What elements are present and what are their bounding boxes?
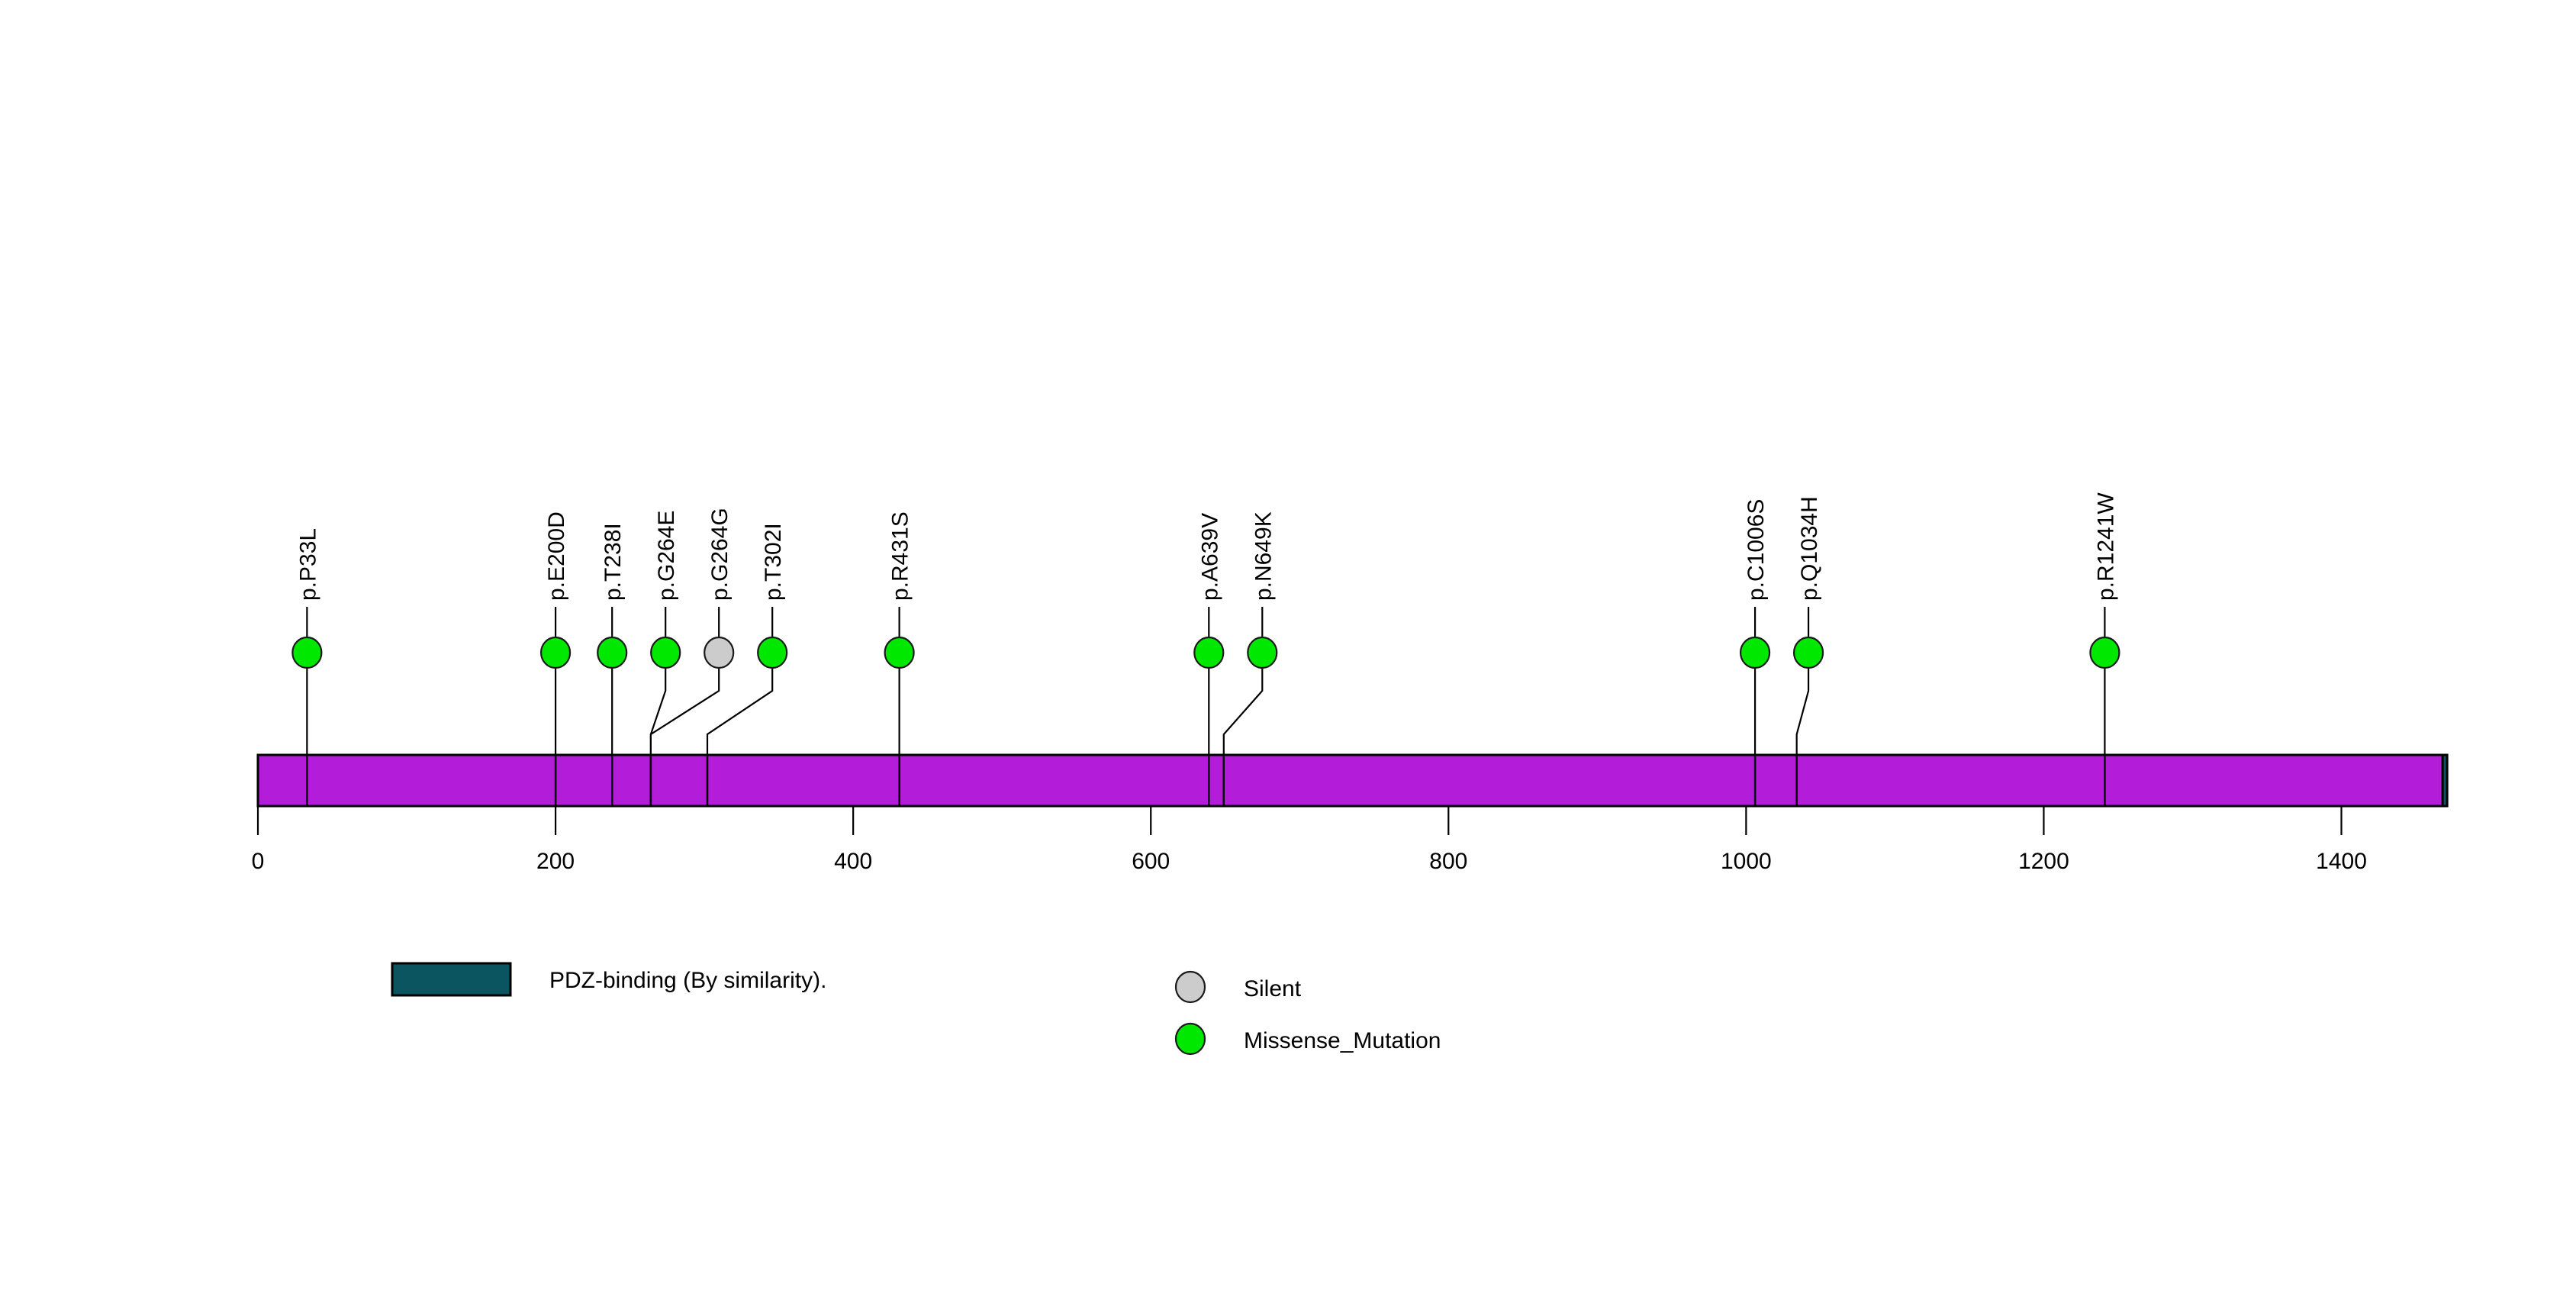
lollipop-markers-layer: p.P33L (Missense_Mutation) p.E200D (Misse…: [291, 636, 2120, 669]
lollipop-stems-layer: [306, 607, 2106, 806]
protein-track-group: PDZ-binding (By similarity).: [256, 753, 2449, 808]
lollipop-marker[interactable]: p.N649K (Missense_Mutation): [1247, 636, 1278, 669]
lollipop-marker[interactable]: p.G264G (Silent): [704, 636, 735, 669]
lollipop-marker[interactable]: p.G264E (Missense_Mutation): [650, 636, 681, 669]
protein-backbone-bar: [256, 753, 2449, 808]
lollipop-marker[interactable]: p.Q1034H (Missense_Mutation): [1792, 636, 1824, 669]
x-axis-tick-label: 0: [252, 849, 265, 874]
x-axis-tick-label: 1400: [2316, 849, 2367, 874]
x-axis-tick-label: 800: [1429, 849, 1467, 874]
lollipop-stem: [1222, 668, 1264, 806]
mutation-label: p.A639V: [1197, 513, 1222, 601]
lollipop-marker[interactable]: p.P33L (Missense_Mutation): [291, 636, 323, 669]
legend-mutation-label: Silent: [1244, 976, 1302, 1001]
lollipop-marker[interactable]: p.R431S (Missense_Mutation): [884, 636, 915, 669]
mutation-label: p.P33L: [295, 528, 320, 601]
mutation-label: p.Q1034H: [1797, 496, 1822, 601]
legend-mutation-swatch: [1174, 1022, 1206, 1056]
x-axis-tick-label: 1000: [1721, 849, 1772, 874]
domain-layer: PDZ-binding (By similarity).: [2441, 753, 2449, 808]
x-axis-tick-label: 400: [834, 849, 872, 874]
mutation-label: p.T238I: [601, 523, 626, 601]
protein-domain-region: PDZ-binding (By similarity).: [2441, 753, 2449, 808]
mutation-label: p.N649K: [1251, 511, 1276, 601]
lollipop-marker[interactable]: p.R1241W (Missense_Mutation): [2089, 636, 2120, 669]
lollipop-marker[interactable]: p.A639V (Missense_Mutation): [1193, 636, 1225, 669]
lollipop-stem: [649, 668, 720, 806]
legend-domain-label: PDZ-binding (By similarity).: [549, 968, 826, 993]
lollipop-stem: [706, 668, 774, 806]
x-axis-group: 0 200 400 600 800 1000 1200 1400: [252, 806, 2367, 874]
axis-tick-labels: 0 200 400 600 800 1000 1200 1400: [252, 849, 2367, 874]
x-axis-tick-label: 200: [536, 849, 575, 874]
mutation-label: p.R431S: [888, 511, 913, 601]
lollipop-marker[interactable]: p.T302I (Missense_Mutation): [757, 636, 788, 669]
domain-legend: PDZ-binding (By similarity).: [391, 962, 826, 997]
lollipop-stem: [1795, 668, 1810, 806]
lollipop-marker[interactable]: p.T238I (Missense_Mutation): [597, 636, 628, 669]
legend-domain-swatch: [391, 962, 512, 997]
mutation-label: p.G264G: [707, 508, 733, 601]
legend-mutation-swatch: [1174, 970, 1206, 1004]
mutation-label: p.T302I: [761, 523, 786, 601]
mutation-label: p.C1006S: [1744, 499, 1769, 601]
mutation-label: p.R1241W: [2093, 492, 2118, 601]
lollipop-marker[interactable]: p.C1006S (Missense_Mutation): [1739, 636, 1771, 669]
mutation-label: p.G264E: [654, 511, 679, 601]
axis-ticks: [256, 806, 2343, 835]
mutation-labels-layer: p.P33L p.E200D p.T238I p.G264E p.G264G p.T302…: [295, 492, 2118, 601]
x-axis-tick-label: 600: [1132, 849, 1170, 874]
lollipop-marker[interactable]: p.E200D (Missense_Mutation): [539, 636, 572, 669]
mutation-label: p.E200D: [544, 511, 569, 601]
legend-mutation-label: Missense_Mutation: [1244, 1028, 1441, 1053]
x-axis-tick-label: 1200: [2018, 849, 2069, 874]
